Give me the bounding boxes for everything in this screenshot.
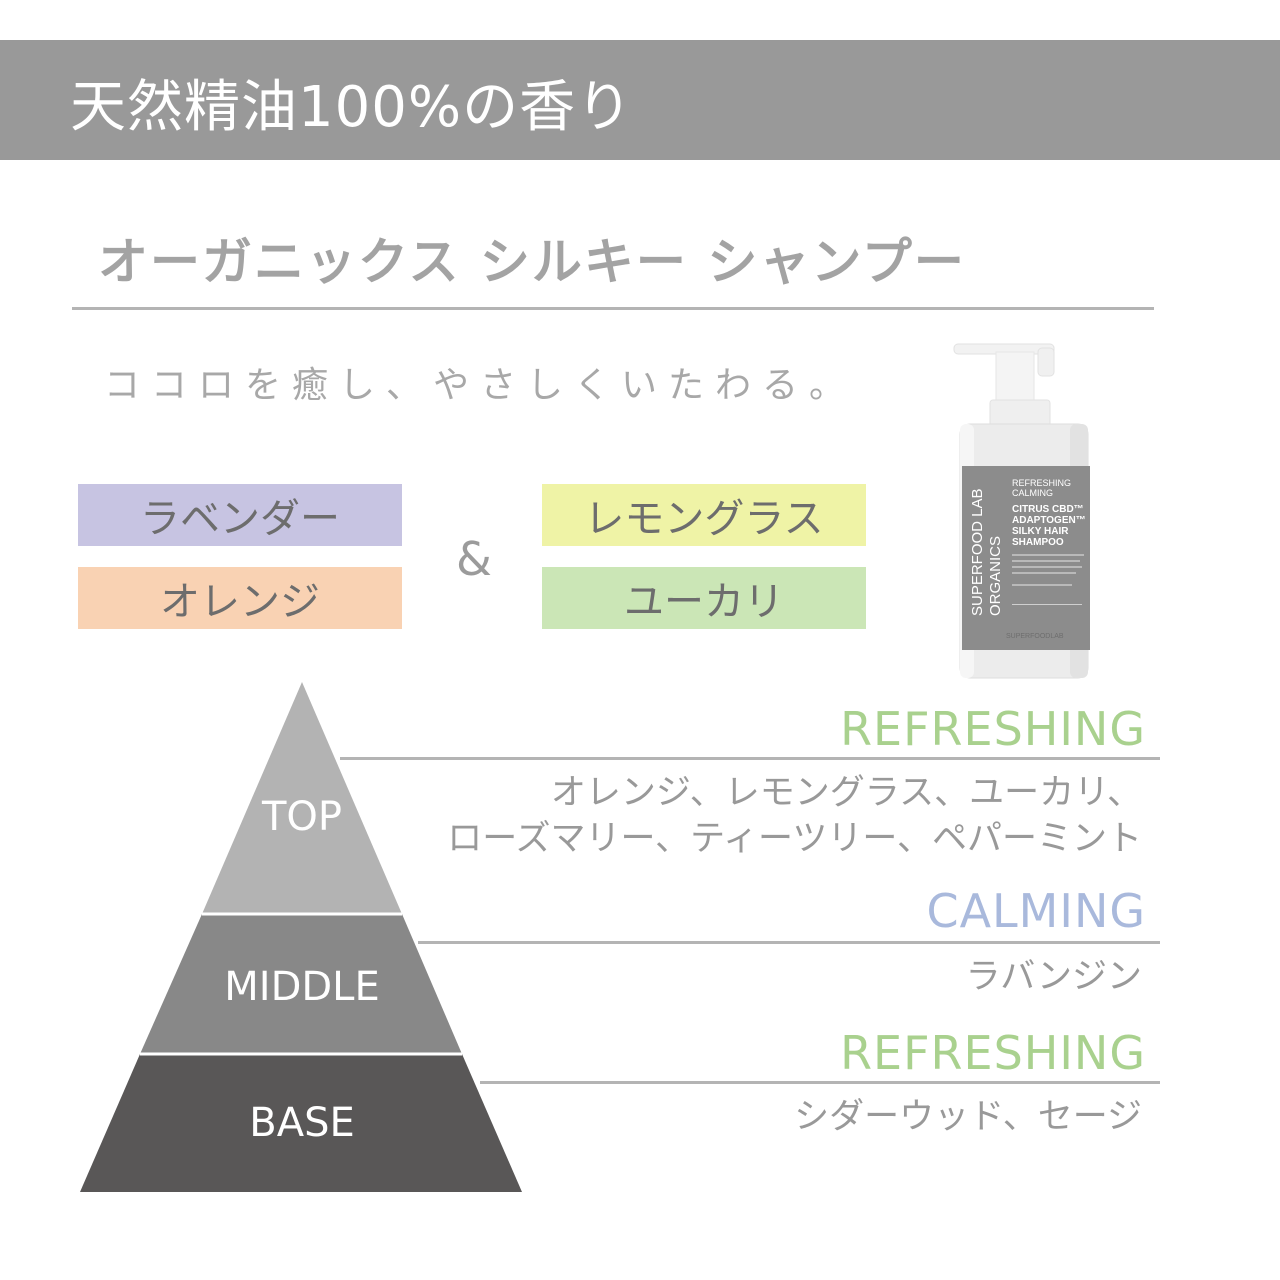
bottle-line-5: SILKY HAIR: [1012, 526, 1069, 537]
note-text-top-line-1: オレンジ、レモングラス、ユーカリ、: [550, 773, 1142, 813]
pyramid-tier-top: [202, 682, 402, 914]
bottle-line-1: REFRESHING: [1012, 478, 1071, 488]
note-text-middle-line-1: ラバンジン: [965, 957, 1142, 997]
pyramid-label-middle: MIDDLE: [224, 964, 380, 1010]
note-text-base: シダーウッド、セージ: [794, 1094, 1142, 1140]
pyramid-label-base: BASE: [249, 1100, 355, 1146]
bottle-footer: SUPERFOODLAB: [1006, 633, 1064, 640]
bottle-line-2: CALMING: [1012, 488, 1053, 498]
note-heading-top: REFRESHING: [840, 702, 1146, 756]
note-divider-middle: [418, 941, 1160, 944]
header-banner: [0, 40, 1280, 160]
bottle-line-3: CITRUS CBD™: [1012, 504, 1084, 515]
pyramid-tier-base: [80, 1054, 522, 1192]
note-divider-top: [340, 757, 1160, 760]
banner-title: 天然精油100%の香り: [70, 75, 634, 140]
bottle-brand-vertical: SUPERFOOD LAB: [969, 488, 986, 616]
scent-chip-lavender: ラベンダー: [78, 484, 402, 546]
pyramid-tier-middle: [140, 914, 462, 1054]
pyramid-label-top: TOP: [261, 794, 343, 840]
note-text-base-line-1: シダーウッド、セージ: [794, 1097, 1142, 1137]
scent-chip-lemongrass: レモングラス: [542, 484, 866, 546]
note-heading-base: REFRESHING: [840, 1026, 1146, 1080]
ampersand: &: [456, 532, 492, 586]
note-text-top-line-2: ローズマリー、ティーツリー、ペパーミント: [447, 819, 1142, 859]
note-text-middle: ラバンジン: [966, 954, 1142, 1000]
scent-chip-eucalyptus: ユーカリ: [542, 567, 866, 629]
note-text-top: オレンジ、レモングラス、ユーカリ、 ローズマリー、ティーツリー、ペパーミント: [447, 770, 1142, 862]
product-name: オーガニックス シルキー シャンプー: [98, 233, 966, 291]
bottle-brand-vertical-2: ORGANICS: [987, 536, 1004, 616]
product-tagline: ココロを癒し、やさしくいたわる。: [104, 365, 857, 406]
bottle-line-4: ADAPTOGEN™: [1012, 515, 1086, 526]
note-heading-middle: CALMING: [926, 884, 1146, 938]
bottle-line-6: SHAMPOO: [1012, 537, 1064, 548]
note-divider-base: [480, 1081, 1160, 1084]
shampoo-bottle-image: SUPERFOOD LAB ORGANICS REFRESHING CALMIN…: [953, 343, 1090, 679]
title-divider: [72, 307, 1154, 310]
scent-chip-orange: オレンジ: [78, 567, 402, 629]
